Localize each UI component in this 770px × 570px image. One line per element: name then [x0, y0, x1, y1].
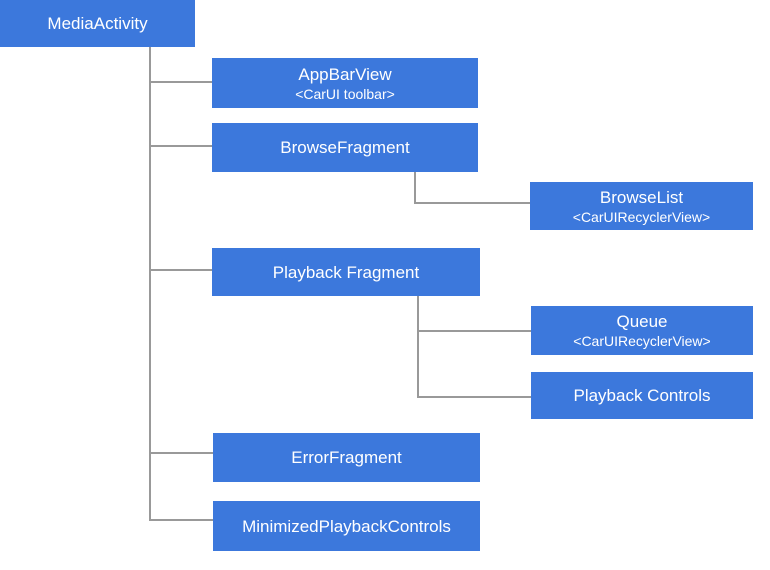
- node-media-activity: MediaActivity: [0, 0, 195, 47]
- connector-playbackcontrols-horizontal: [417, 396, 531, 398]
- connector-trunk-vertical: [149, 47, 151, 521]
- connector-branch-minimizedcontrols: [149, 519, 213, 521]
- node-minimized-playback-controls-label: MinimizedPlaybackControls: [242, 516, 451, 536]
- node-playback-fragment-label: Playback Fragment: [272, 262, 420, 282]
- node-app-bar-view-label: AppBarView: [298, 64, 392, 84]
- connector-browselist-vertical: [414, 172, 416, 204]
- node-browse-list: BrowseList <CarUIRecyclerView>: [530, 182, 753, 230]
- node-error-fragment-label: ErrorFragment: [291, 448, 402, 467]
- node-playback-controls: Playback Controls: [531, 372, 753, 419]
- node-error-fragment: ErrorFragment: [213, 433, 480, 482]
- node-queue-sublabel: <CarUIRecyclerView>: [573, 333, 711, 349]
- connector-branch-playbackfragment: [149, 269, 212, 271]
- connector-playback-children-vertical: [417, 296, 419, 398]
- connector-branch-browsefragment: [149, 145, 212, 147]
- node-playback-fragment: Playback Fragment: [212, 248, 480, 296]
- node-playback-controls-label: Playback Controls: [573, 386, 711, 405]
- node-browse-list-label: BrowseList: [599, 187, 684, 207]
- node-browse-list-sublabel: <CarUIRecyclerView>: [572, 208, 711, 225]
- node-app-bar-view: AppBarView <CarUI toolbar>: [212, 58, 478, 108]
- node-queue: Queue <CarUIRecyclerView>: [531, 306, 753, 355]
- node-minimized-playback-controls: MinimizedPlaybackControls: [213, 501, 480, 551]
- node-app-bar-view-sublabel: <CarUI toolbar>: [295, 85, 395, 102]
- connector-branch-appbarview: [149, 81, 212, 83]
- connector-branch-errorfragment: [149, 452, 213, 454]
- node-queue-label: Queue: [616, 312, 668, 331]
- node-media-activity-label: MediaActivity: [47, 14, 148, 33]
- node-browse-fragment-label: BrowseFragment: [280, 138, 410, 157]
- node-browse-fragment: BrowseFragment: [212, 123, 478, 172]
- connector-queue-horizontal: [417, 330, 531, 332]
- connector-browselist-horizontal: [414, 202, 530, 204]
